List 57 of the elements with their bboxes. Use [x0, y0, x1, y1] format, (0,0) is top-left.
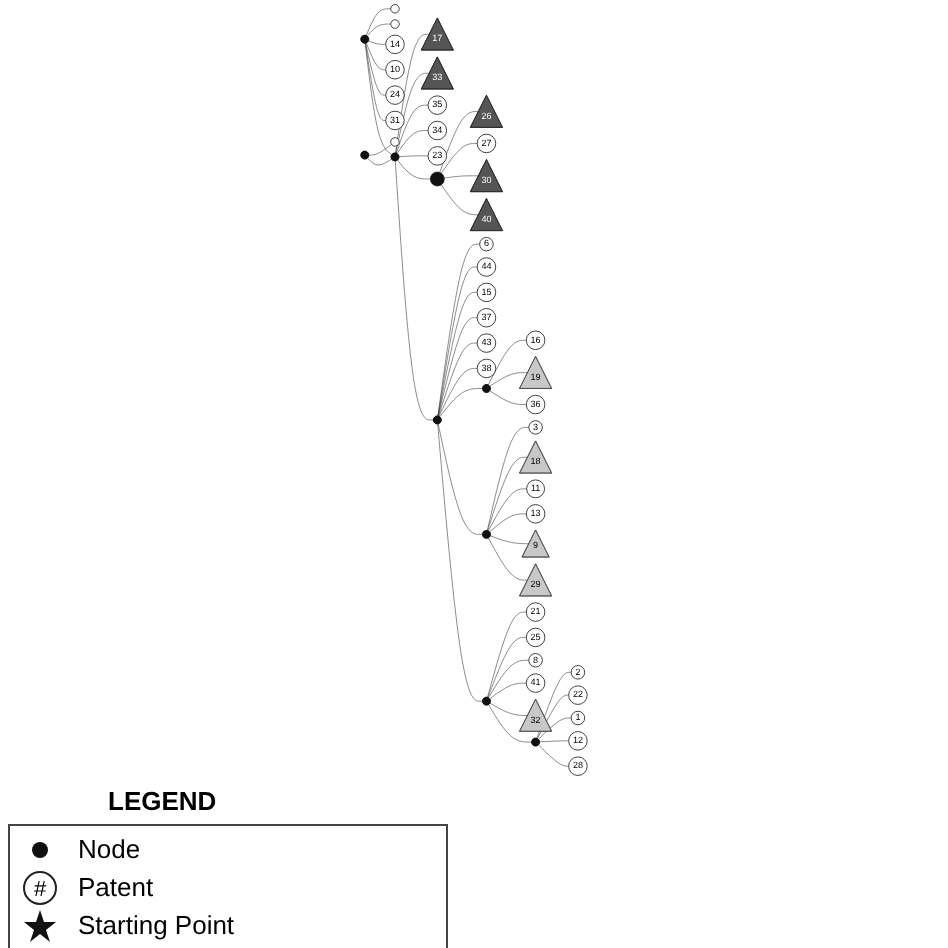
connector [437, 292, 478, 417]
legend-label: Patent [78, 872, 154, 902]
connector [439, 388, 483, 418]
connector [365, 42, 386, 70]
connector [364, 42, 393, 155]
legend-label: Starting Point [78, 910, 235, 940]
connector [397, 159, 431, 180]
connector [394, 160, 434, 421]
node-circle [390, 19, 400, 29]
connector [487, 427, 530, 531]
connector [489, 513, 527, 533]
connector [396, 130, 429, 154]
connector [488, 704, 532, 743]
connector [438, 342, 478, 417]
connector [441, 143, 478, 174]
connector [437, 243, 480, 417]
connector [489, 390, 527, 405]
connector [444, 175, 479, 179]
legend-title: LEGEND [108, 786, 217, 816]
connector [537, 694, 569, 739]
connector [488, 537, 529, 581]
node-circle [390, 137, 400, 147]
connector [437, 423, 483, 535]
connector [536, 672, 572, 739]
connector [538, 717, 572, 740]
connector [441, 184, 479, 216]
connector [487, 637, 527, 698]
connector [488, 488, 527, 532]
connector [439, 111, 479, 173]
connector [396, 104, 429, 154]
connector [437, 423, 483, 702]
connector [395, 34, 430, 154]
connector [438, 368, 478, 417]
connector [487, 611, 527, 698]
connector [365, 8, 392, 36]
circle-icon: # [22, 869, 58, 905]
connector [437, 266, 478, 417]
connector [487, 456, 529, 531]
connector [437, 317, 478, 417]
connector [368, 144, 392, 156]
node-circle [390, 4, 400, 14]
connector [489, 372, 529, 387]
connector [538, 744, 569, 767]
connector [489, 702, 529, 716]
connector [367, 157, 392, 166]
connector [487, 339, 527, 386]
legend-label: Node [78, 834, 141, 864]
connector [539, 740, 569, 743]
connector [365, 42, 386, 96]
connector [489, 682, 527, 700]
connector [368, 40, 386, 45]
connector [489, 535, 530, 545]
connector [395, 72, 430, 154]
connector [398, 155, 429, 157]
connector [365, 42, 386, 121]
connector [367, 23, 392, 37]
connector [488, 660, 530, 699]
